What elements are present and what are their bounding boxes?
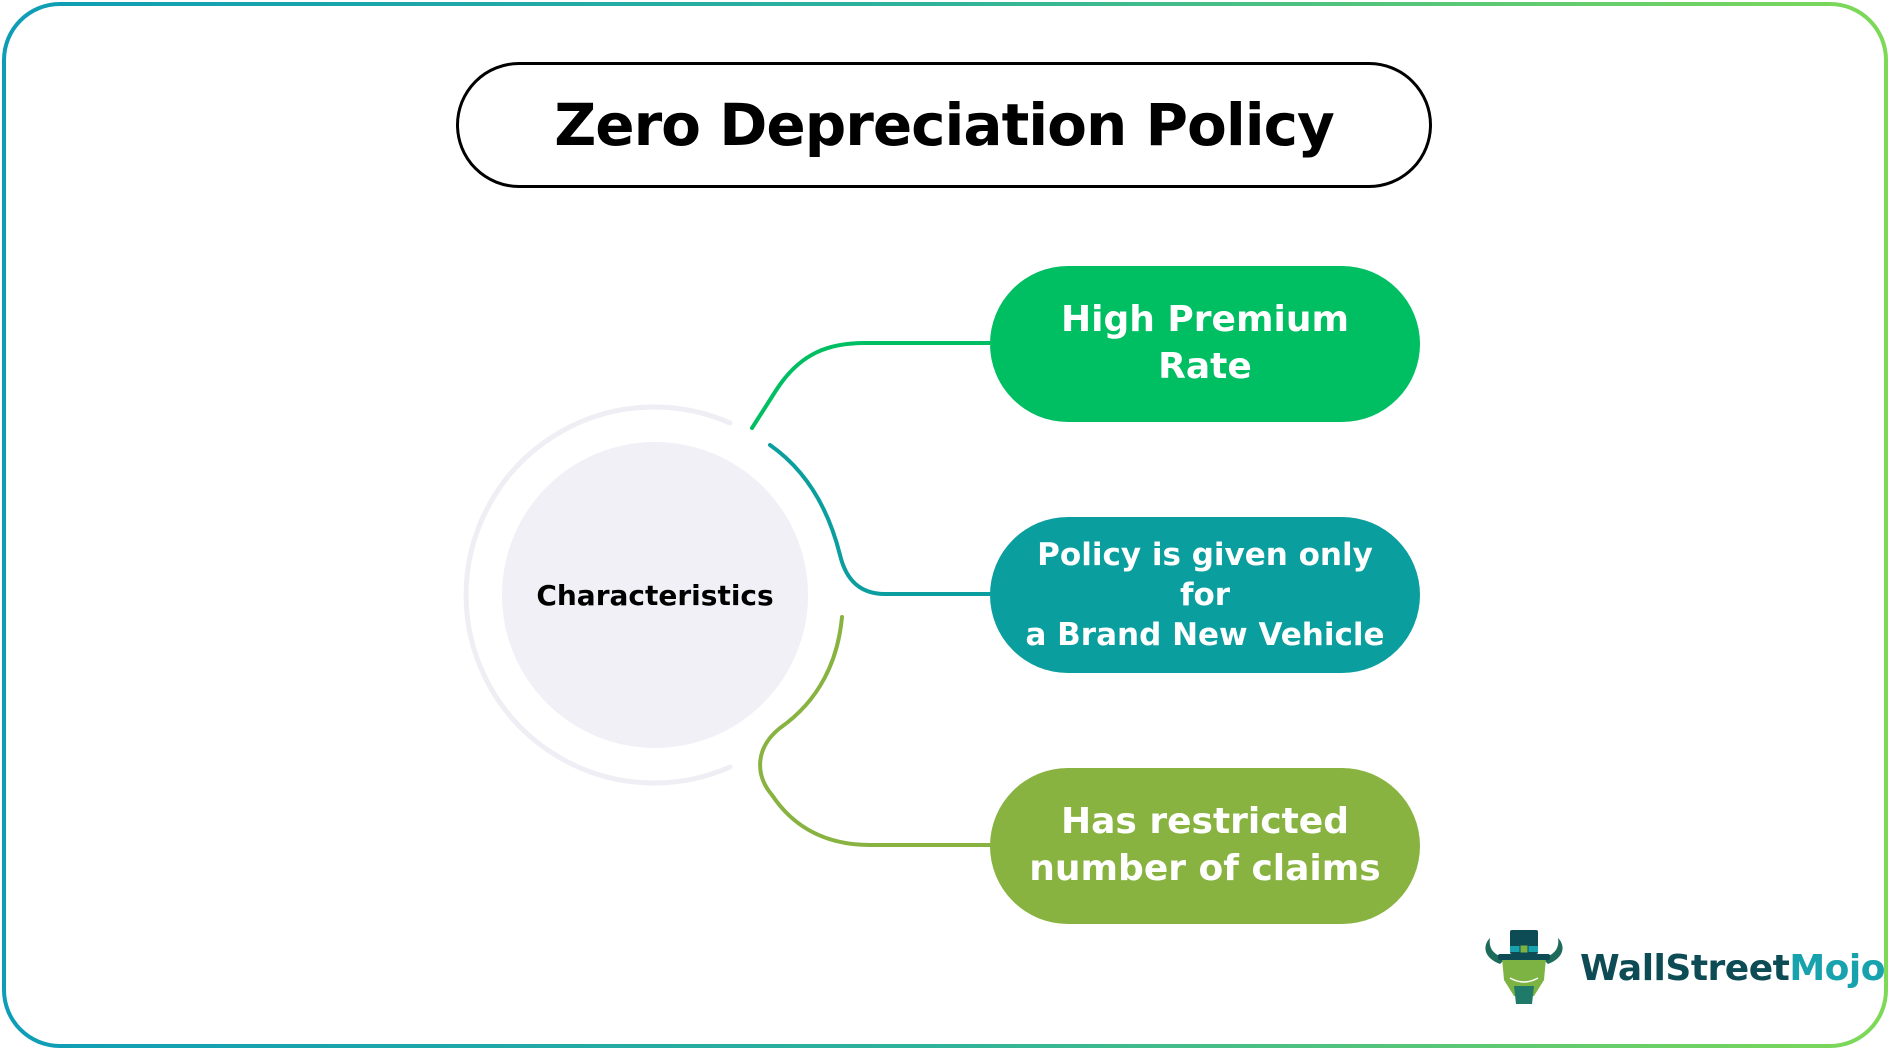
box-line: a Brand New Vehicle bbox=[1025, 617, 1385, 654]
connector-bottom bbox=[758, 615, 994, 847]
box-line: High Premium bbox=[1061, 299, 1349, 341]
box-line: number of claims bbox=[1029, 848, 1381, 889]
logo-text: WallStreetMojo bbox=[1580, 947, 1885, 989]
connector-middle bbox=[768, 443, 994, 596]
wallstreetmojo-logo: WallStreetMojo bbox=[1478, 928, 1885, 1008]
connector-top bbox=[750, 341, 994, 430]
center-label: Characteristics bbox=[536, 578, 774, 612]
title-pill: Zero Depreciation Policy bbox=[456, 62, 1432, 188]
box-line: Policy is given only for bbox=[1037, 536, 1373, 613]
box-line: Has restricted bbox=[1060, 801, 1349, 843]
characteristic-box-restricted-claims: Has restricted number of claims bbox=[990, 768, 1420, 924]
page-title: Zero Depreciation Policy bbox=[554, 91, 1335, 159]
bull-with-top-hat-icon bbox=[1485, 930, 1563, 1004]
center-node: Characteristics bbox=[502, 442, 808, 748]
outer-ring-arc bbox=[463, 404, 733, 786]
box-line: Rate bbox=[1158, 346, 1252, 387]
characteristic-box-high-premium: High Premium Rate bbox=[990, 266, 1420, 422]
characteristic-box-brand-new-vehicle: Policy is given only for a Brand New Veh… bbox=[990, 517, 1420, 673]
